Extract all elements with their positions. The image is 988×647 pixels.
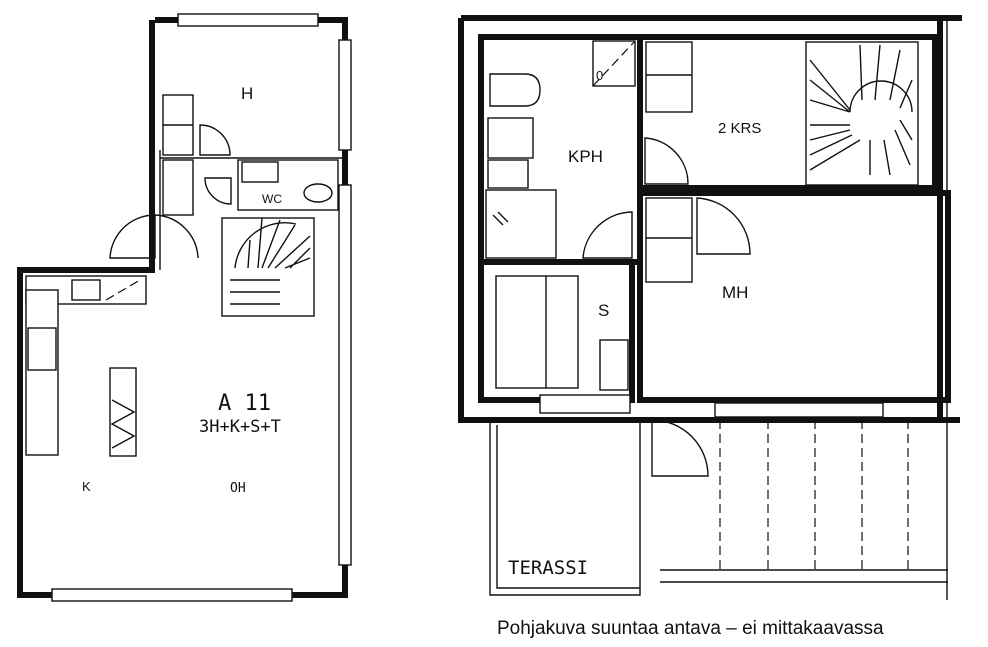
layout-label: 3H+K+S+T <box>199 417 281 437</box>
mh-closet <box>645 197 693 283</box>
kitchen-island <box>109 367 137 457</box>
window-right-oh <box>338 184 352 566</box>
wc-room <box>237 159 339 211</box>
room-label-k: K <box>82 479 91 494</box>
kitchen-counter-left <box>25 289 59 456</box>
s-walls <box>478 259 635 403</box>
hatch-label: 0 <box>596 68 603 83</box>
kph-sink <box>487 117 534 159</box>
wc-toilet <box>303 183 333 203</box>
left-stairs <box>221 217 315 317</box>
door-kph <box>582 211 633 259</box>
window-top <box>177 13 319 27</box>
kph-toilet <box>489 73 541 107</box>
krs-walls <box>640 34 938 191</box>
room-label-wc: WC <box>262 192 282 206</box>
room-label-terassi: TERASSI <box>508 557 588 579</box>
mh-window <box>714 402 884 418</box>
room-label-oh: OH <box>230 481 246 496</box>
door-entry <box>109 214 156 259</box>
left-floor-plan: H WC A 11 3H+K+S+T K OH <box>17 13 352 602</box>
pergola-dashes <box>719 420 909 570</box>
closet <box>162 159 194 216</box>
right-outer-wall <box>458 15 962 423</box>
door-terrace <box>651 419 709 477</box>
room-label-s: S <box>598 301 609 320</box>
s-desk <box>599 339 629 391</box>
door-mh <box>696 197 751 255</box>
room-label-h: H <box>241 84 253 103</box>
island-symbol <box>110 399 136 449</box>
right-stairs <box>805 41 919 186</box>
door-krs <box>644 137 689 185</box>
window-bottom <box>51 588 293 602</box>
plan-caption: Pohjakuva suuntaa antava – ei mittakaava… <box>497 618 884 639</box>
door-h <box>199 124 231 156</box>
kph-basin <box>487 159 529 189</box>
left-outer-wall <box>17 17 348 598</box>
kph-shower <box>485 189 557 259</box>
stove <box>27 327 57 371</box>
krs-closet <box>645 41 693 113</box>
window-right-h <box>338 39 352 151</box>
counter-dash <box>105 279 141 301</box>
hatch-diag <box>592 40 636 87</box>
kph-hatch <box>592 40 636 87</box>
door-wc <box>204 177 232 205</box>
s-bed <box>495 275 579 389</box>
room-label-kph: KPH <box>568 147 603 166</box>
shower-head <box>492 211 509 226</box>
s-window <box>539 394 631 414</box>
room-label-krs: 2 KRS <box>718 120 761 137</box>
mh-walls <box>637 190 951 403</box>
wc-sink <box>241 161 279 183</box>
terrace-outline <box>489 420 641 596</box>
kitchen-sink <box>71 279 101 301</box>
apartment-label: A 11 <box>218 391 271 416</box>
terrace-inner <box>496 425 640 589</box>
room-label-mh: MH <box>722 283 748 302</box>
door-entry-arc <box>154 214 199 259</box>
right-floor-plan: 0 K <box>458 15 962 600</box>
